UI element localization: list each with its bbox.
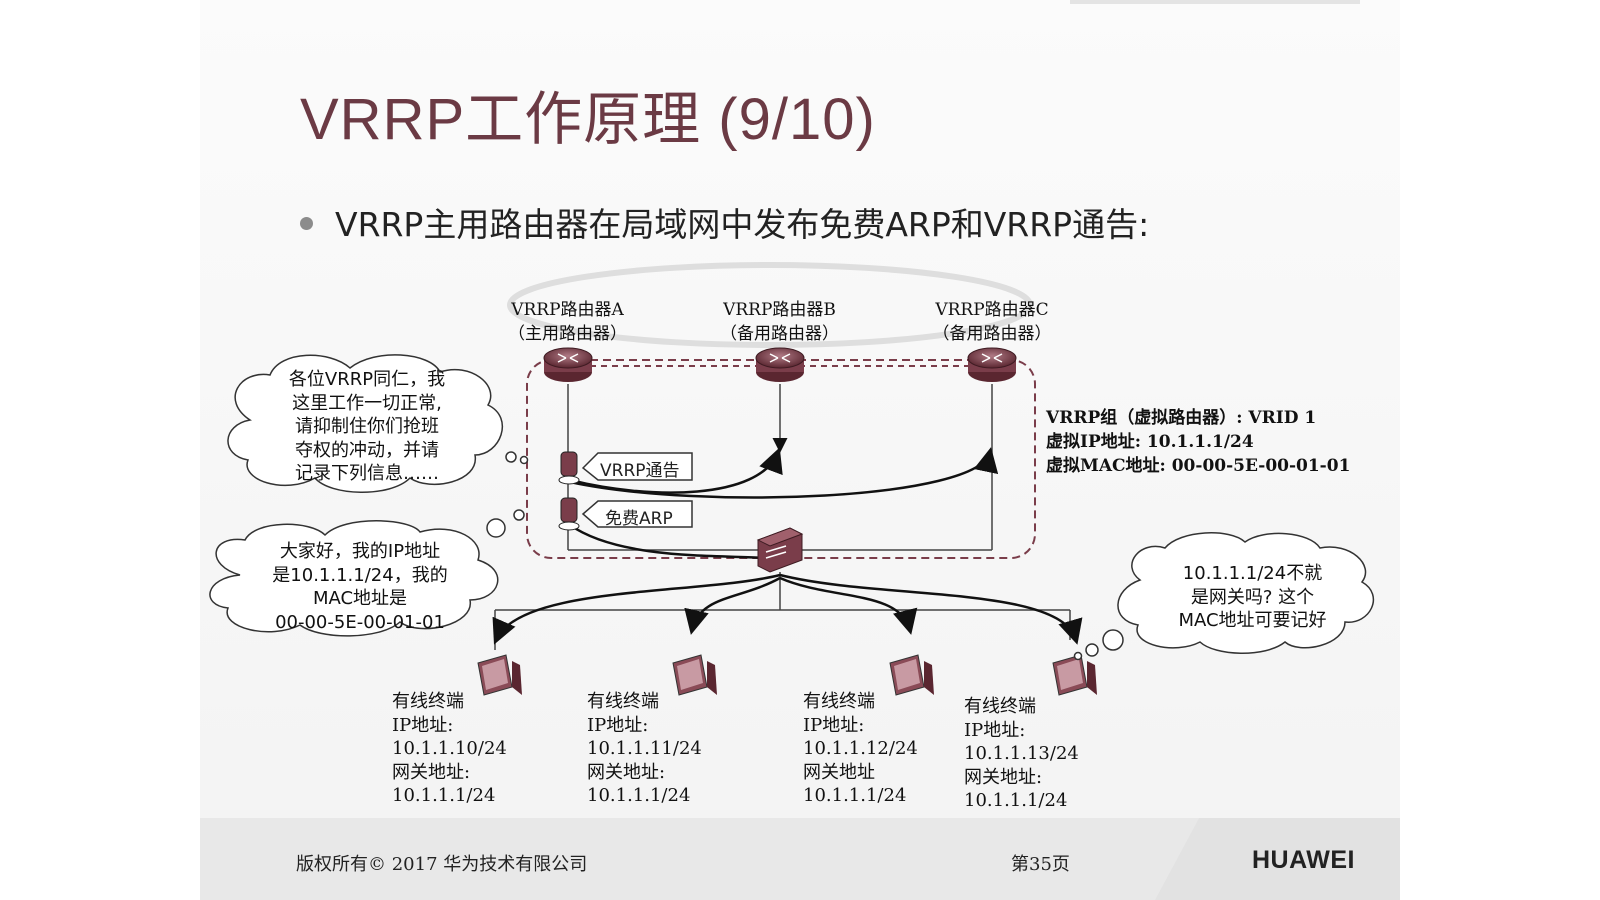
terminal-ip-label: IP地址:	[587, 714, 649, 736]
arp-thought-line: 是10.1.1.1/24，我的	[272, 564, 448, 586]
terminal-1-label: 有线终端 IP地址: 10.1.1.10/24 网关地址: 10.1.1.1/2…	[392, 690, 507, 808]
arp-to-terminal-1	[492, 573, 781, 645]
terminal-ip-label: IP地址:	[803, 714, 865, 736]
host-thought-text: 10.1.1.1/24不就 是网关吗? 这个 MAC地址可要记好	[1160, 562, 1345, 633]
router-a-label: VRRP路由器A （主用路由器）	[500, 298, 635, 346]
slide-title: VRRP工作原理 (9/10)	[300, 87, 876, 152]
router-c-icon	[967, 347, 1017, 382]
arp-thought-line: MAC地址是	[312, 588, 408, 609]
terminal-gateway: 10.1.1.1/24	[587, 785, 691, 806]
terminal-2-icon	[672, 654, 717, 696]
arp-tag: 免费ARP	[605, 509, 673, 529]
host-thought-line: 10.1.1.1/24不就	[1182, 563, 1323, 584]
switch-icon	[756, 527, 804, 573]
terminal-3-icon	[889, 654, 934, 696]
terminal-type: 有线终端	[392, 691, 464, 712]
vrrp-advert-tag: VRRP通告	[600, 461, 680, 481]
vrrp-advert-tag-box	[581, 452, 693, 481]
router-thought-text: 各位VRRP同仁，我 这里工作一切正常, 请抑制住你们抢班 夺权的冲动，并请 记…	[262, 368, 472, 486]
router-a-role: （主用路由器）	[508, 324, 627, 344]
arp-to-switch	[569, 523, 766, 560]
top-rule	[1070, 0, 1360, 4]
terminal-type: 有线终端	[803, 691, 875, 712]
terminal-type: 有线终端	[964, 696, 1036, 717]
background-cloud	[507, 262, 1033, 348]
terminal-ip: 10.1.1.13/24	[964, 743, 1079, 764]
huawei-logo-icon	[1183, 833, 1237, 862]
arp-to-terminal-4	[779, 573, 1083, 645]
router-b-role: （备用路由器）	[720, 324, 839, 344]
vrrp-packet-icon	[558, 451, 580, 485]
terminal-4-icon	[1052, 654, 1097, 696]
terminal-ip: 10.1.1.10/24	[392, 738, 507, 759]
terminal-ip: 10.1.1.11/24	[587, 738, 702, 759]
terminal-1-icon	[477, 654, 522, 696]
terminal-ip-label: IP地址:	[964, 719, 1026, 741]
vrrp-virtual-ip: 虚拟IP地址: 10.1.1.1/24	[1046, 432, 1254, 452]
vrrp-group-info: VRRP组（虚拟路由器）: VRID 1 虚拟IP地址: 10.1.1.1/24…	[1046, 406, 1350, 478]
router-b-name: VRRP路由器B	[723, 300, 836, 320]
router-thought-line: 这里工作一切正常,	[292, 392, 442, 414]
router-thought-line: 记录下列信息……	[295, 463, 439, 484]
vrrp-group-id: VRRP组（虚拟路由器）: VRID 1	[1046, 408, 1317, 428]
arp-tag-box	[581, 500, 693, 528]
arp-thought-cloud	[209, 509, 525, 637]
router-a-name: VRRP路由器A	[511, 300, 624, 320]
terminal-gateway-label: 网关地址:	[587, 761, 666, 783]
terminal-ip-label: IP地址:	[392, 714, 454, 736]
terminal-gateway: 10.1.1.1/24	[803, 785, 907, 806]
terminal-gateway: 10.1.1.1/24	[392, 785, 496, 806]
terminal-4-label: 有线终端 IP地址: 10.1.1.13/24 网关地址: 10.1.1.1/2…	[964, 695, 1079, 813]
arp-thought-line: 00-00-5E-00-01-01	[275, 611, 445, 633]
terminal-gateway: 10.1.1.1/24	[964, 790, 1068, 811]
arp-thought-text: 大家好，我的IP地址 是10.1.1.1/24，我的 MAC地址是 00-00-…	[245, 540, 475, 634]
arp-packet-icon	[558, 497, 580, 531]
router-thought-cloud	[227, 354, 529, 493]
bullet-dot	[300, 217, 313, 230]
router-b-icon	[755, 347, 805, 382]
router-c-name: VRRP路由器C	[935, 300, 1049, 320]
router-thought-line: 请抑制住你们抢班	[295, 416, 439, 437]
router-c-role: （备用路由器）	[932, 324, 1052, 344]
terminal-gateway-label: 网关地址:	[392, 761, 471, 783]
host-thought-line: 是网关吗? 这个	[1190, 586, 1315, 608]
bullet-text: VRRP主用路由器在局域网中发布免费ARP和VRRP通告:	[335, 205, 1150, 244]
router-thought-line: 夺权的冲动，并请	[295, 439, 439, 461]
arp-to-terminal-2	[684, 576, 781, 635]
terminal-ip: 10.1.1.12/24	[803, 738, 918, 759]
router-c-label: VRRP路由器C （备用路由器）	[922, 298, 1062, 346]
terminal-3-label: 有线终端 IP地址: 10.1.1.12/24 网关地址 10.1.1.1/24	[803, 690, 918, 808]
host-thought-line: MAC地址可要记好	[1178, 610, 1327, 631]
arp-to-terminal-3	[779, 576, 918, 635]
vrrp-advert-to-c	[569, 447, 999, 499]
arp-thought-line: 大家好，我的IP地址	[279, 541, 441, 562]
router-b-label: VRRP路由器B （备用路由器）	[712, 298, 847, 346]
router-a-icon	[543, 347, 593, 382]
router-thought-line: 各位VRRP同仁，我	[288, 369, 446, 390]
vrrp-virtual-mac: 虚拟MAC地址: 00-00-5E-00-01-01	[1046, 456, 1351, 476]
host-thought-cloud	[1073, 532, 1374, 661]
terminal-type: 有线终端	[587, 691, 659, 712]
terminal-2-label: 有线终端 IP地址: 10.1.1.11/24 网关地址: 10.1.1.1/2…	[587, 690, 702, 808]
terminal-gateway-label: 网关地址	[803, 761, 875, 783]
terminal-gateway-label: 网关地址:	[964, 766, 1043, 788]
